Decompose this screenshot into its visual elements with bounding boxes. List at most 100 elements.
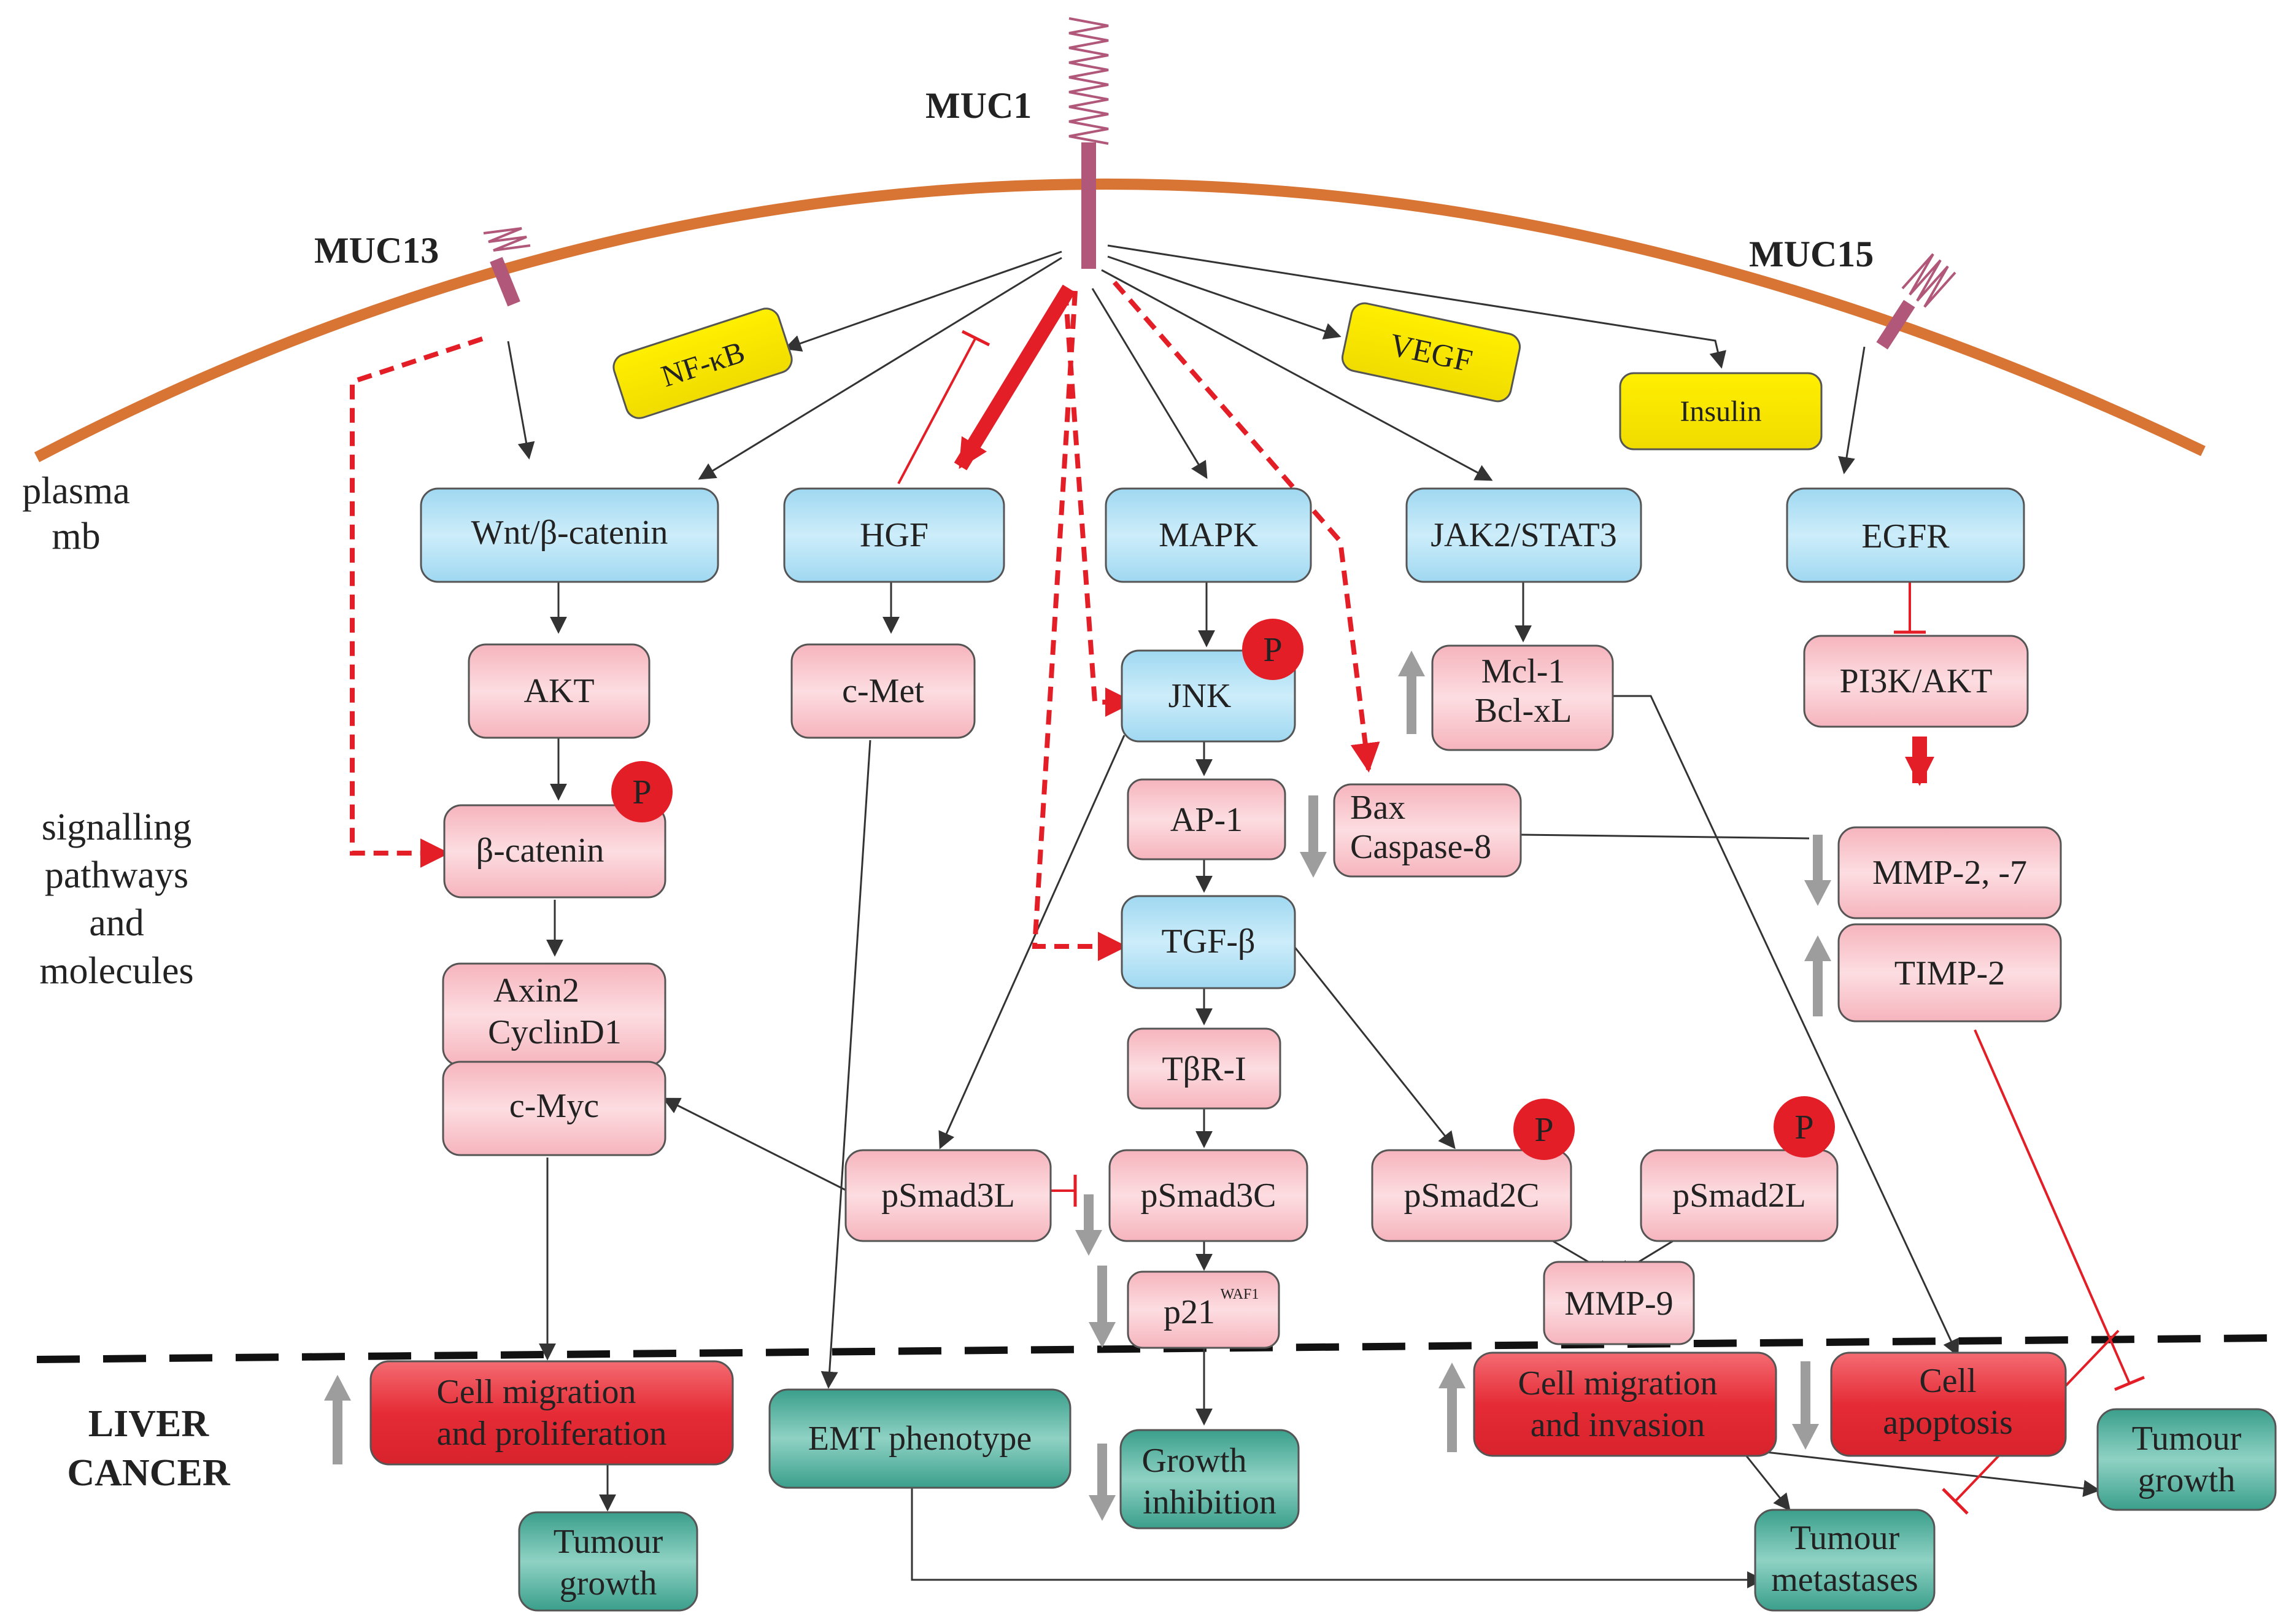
node-tgfb: [1121, 895, 1296, 989]
down-arrow-bax: [1300, 795, 1327, 878]
node-bax: [1333, 783, 1522, 878]
label-muc15: MUC15: [1749, 234, 1874, 274]
node-mig-inv: [1473, 1351, 1777, 1457]
down-arrow-mmp27: [1804, 835, 1831, 906]
timp2-inhibit-bar: [2114, 1375, 2145, 1391]
node-mcl: [1431, 644, 1614, 751]
phospho-badge-bcat: [611, 761, 673, 822]
label-jak: JAK2/STAT3: [1431, 516, 1617, 554]
label-p21: p21: [1164, 1293, 1215, 1331]
label-growth-inhib-2: inhibition: [1143, 1483, 1276, 1522]
label-cmyc: c-Myc: [509, 1087, 599, 1125]
label-emt: EMT phenotype: [808, 1420, 1032, 1458]
label-jnk: JNK: [1168, 677, 1232, 715]
label-muc1: MUC1: [925, 85, 1032, 126]
label-tbr: TβR-I: [1162, 1050, 1246, 1088]
label-tumour-growth-right-1: Tumour: [2132, 1420, 2242, 1458]
node-tumour-growth-right: [2096, 1408, 2277, 1511]
arrow-muc1-mapk: [1091, 288, 1208, 479]
label-bcat: β-catenin: [476, 832, 604, 870]
arrow-muc13-wnt: [507, 341, 535, 460]
phospho-label-psmad2l: P: [1794, 1108, 1813, 1146]
arrow-mig-inv-metastases: [1739, 1448, 1791, 1512]
label-tgfb: TGF-β: [1162, 922, 1256, 961]
phospho-badge-jnk: [1242, 619, 1303, 680]
label-psmad3l: pSmad3L: [881, 1177, 1015, 1215]
node-tumour-growth-left: [518, 1511, 698, 1612]
label-apoptosis-2: apoptosis: [1883, 1404, 2013, 1442]
muc1-hgf-thick-arrow: [954, 284, 1076, 471]
arrow-muc15-egfr: [1838, 346, 1866, 474]
label-mig-inv-1: Cell migration: [1518, 1364, 1717, 1402]
label-plasma-2: mb: [52, 516, 100, 557]
phospho-badges: [611, 619, 1835, 1160]
down-arrow-growth-inhib: [1089, 1444, 1116, 1521]
label-hgf: HGF: [860, 516, 929, 554]
node-psmad2c: [1371, 1149, 1572, 1242]
arrow-muc1-vegf: [1107, 255, 1342, 340]
phospho-badge-psmad2c: [1513, 1099, 1575, 1160]
label-axin-2: CyclinD1: [488, 1013, 622, 1051]
node-psmad3c: [1108, 1149, 1308, 1242]
label-akt: AKT: [523, 672, 594, 710]
label-insulin: Insulin: [1680, 395, 1761, 428]
label-mig-prolif-2: and proliferation: [437, 1415, 667, 1453]
gray-arrows: [324, 651, 1831, 1521]
label-mcl-2: Bcl-xL: [1475, 692, 1572, 730]
node-hgf: [783, 487, 1005, 583]
label-muc13: MUC13: [314, 230, 439, 271]
label-tumour-growth-left-2: growth: [560, 1564, 657, 1603]
line-bax-apoptosis: [1520, 833, 1810, 840]
node-timp2: [1837, 923, 2062, 1023]
up-arrow-mig-prolif: [324, 1375, 351, 1464]
cancer-divider: [36, 1334, 2271, 1363]
label-tumour-growth-left-1: Tumour: [554, 1523, 663, 1561]
arrow-mcl-apoptosis: [1612, 695, 1960, 1357]
node-nfkb: [612, 307, 793, 419]
label-psmad2c: pSmad2C: [1404, 1177, 1540, 1215]
node-tbr: [1127, 1027, 1281, 1110]
down-arrow-p21: [1089, 1266, 1116, 1348]
label-tumour-growth-right-2: growth: [2138, 1461, 2236, 1499]
down-arrow-apoptosis: [1792, 1361, 1819, 1450]
label-bax-1: Bax: [1350, 789, 1405, 827]
node-metastases: [1754, 1509, 1936, 1612]
label-pi3k: PI3K/AKT: [1840, 662, 1993, 700]
label-plasma-1: plasma: [22, 470, 130, 512]
muc1-mucin: [1068, 17, 1109, 269]
node-mapk: [1105, 487, 1312, 583]
node-cmyc: [442, 1061, 666, 1156]
muc13-mucin: [483, 227, 531, 307]
nodes: [369, 302, 2277, 1612]
up-arrow-mcl: [1398, 651, 1425, 734]
node-p21: [1127, 1270, 1280, 1349]
node-apoptosis: [1830, 1351, 2067, 1457]
label-psmad2l: pSmad2L: [1672, 1177, 1806, 1215]
connectors: [507, 244, 2101, 1588]
label-bax-2: Caspase-8: [1350, 828, 1491, 866]
node-jak: [1405, 487, 1642, 583]
arrow-tgfb-psmad2c: [1290, 942, 1456, 1150]
node-mmp27: [1837, 826, 2062, 919]
arrow-jnk-psmad3l: [938, 735, 1126, 1150]
node-mmp9: [1543, 1261, 1695, 1345]
label-egfr: EGFR: [1861, 517, 1950, 555]
label-p21-sup: WAF1: [1221, 1286, 1259, 1302]
red-dashed-connectors: [350, 280, 1380, 961]
phospho-label-bcat: P: [632, 773, 651, 811]
phospho-label-jnk: P: [1263, 631, 1282, 669]
muc15-mucin: [1876, 253, 1956, 350]
label-axin-1: Axin2: [493, 972, 579, 1010]
label-mmp27: MMP-2, -7: [1872, 854, 2027, 892]
arrow-psmad3l-cmyc: [662, 1097, 848, 1192]
label-mmp9: MMP-9: [1564, 1285, 1673, 1323]
node-emt: [768, 1388, 1072, 1489]
label-mig-inv-2: and invasion: [1531, 1406, 1705, 1444]
label-wnt: Wnt/β-catenin: [471, 514, 668, 552]
node-egfr: [1786, 487, 2025, 583]
down-arrow-psmad3c: [1075, 1194, 1102, 1256]
phospho-labels: P P P P: [632, 631, 1813, 1149]
arrow-muc1-insulin: [1107, 244, 1726, 369]
phospho-badge-psmad2l: [1774, 1096, 1835, 1158]
label-signalling-3: and: [89, 902, 144, 944]
